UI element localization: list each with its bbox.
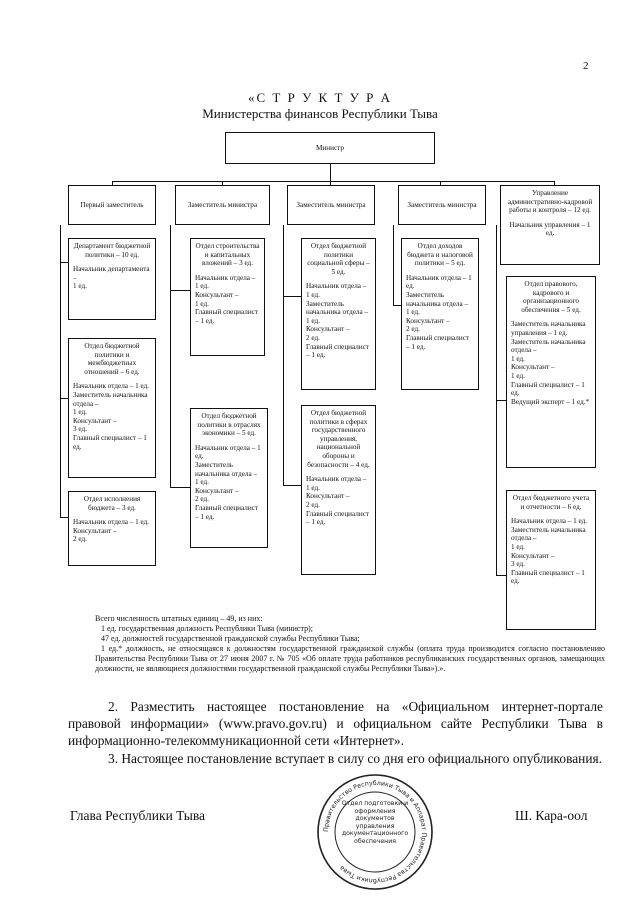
column-header-5-extra: Начальник управления – 1 ед.	[509, 220, 591, 238]
col2-tick-b	[170, 487, 190, 488]
unit-title: Отдел правового, кадрового и организацио…	[521, 280, 581, 314]
paragraph-3: 3. Настоящее постановление вступает в си…	[108, 751, 602, 766]
top-horizontal-line	[112, 181, 554, 182]
signature-left: Глава Республики Тыва	[70, 808, 206, 823]
stamp-center-text: Отдел подготовки и оформления документов…	[341, 800, 409, 845]
unit-title: Отдел бюджетной политики и межбюджетных …	[84, 342, 140, 376]
column-header-3: Заместитель министра	[287, 185, 375, 225]
col4-drop	[440, 181, 441, 185]
col1-tick-a	[60, 262, 68, 263]
column-header-1: Первый заместитель	[68, 185, 156, 225]
unit-title: Отдел бюджетной политики в отраслях экон…	[197, 412, 261, 438]
unit-box-c5b: Отдел бюджетного учета и отчетности – 6 …	[506, 490, 596, 630]
col2-drop	[222, 181, 223, 185]
column-header-5: Управление административно-кадровой рабо…	[500, 185, 600, 265]
col4-vertical	[393, 225, 394, 305]
unit-box-c5a: Отдел правового, кадрового и организацио…	[506, 276, 596, 468]
unit-title: Отдел бюджетной политики в сферах госуда…	[307, 409, 370, 469]
col3-tick-b	[283, 485, 301, 486]
col1-drop	[112, 181, 113, 185]
col4-tick-a	[393, 305, 401, 306]
col2-vertical	[170, 225, 171, 487]
col1-tick-b	[60, 398, 68, 399]
page-number: 2	[583, 60, 589, 72]
col1-vertical	[60, 225, 61, 517]
minister-connector	[330, 164, 331, 181]
minister-label: Министр	[316, 143, 344, 152]
unit-title: Отдел доходов бюджета и налоговой полити…	[407, 242, 473, 268]
unit-title: Департамент бюджетной политики – 10 ед.	[73, 242, 151, 259]
unit-box-c3b: Отдел бюджетной политики в сферах госуда…	[301, 405, 376, 575]
unit-box-c2a: Отдел строительства и капитальных вложен…	[190, 238, 265, 356]
unit-title: Отдел бюджетного учета и отчетности – 6 …	[512, 494, 590, 511]
col5-tick-b	[496, 575, 506, 576]
unit-box-c1c: Отдел исполнения бюджета – 3 ед. Начальн…	[68, 491, 156, 566]
unit-box-c1b: Отдел бюджетной политики и межбюджетных …	[68, 338, 156, 478]
col1-tick-c	[60, 517, 68, 518]
unit-box-c2b: Отдел бюджетной политики в отраслях экон…	[190, 408, 268, 548]
title-line-2: Министерства финансов Республики Тыва	[202, 106, 438, 121]
title-line-1: «С Т Р У К Т У Р А	[248, 90, 392, 105]
unit-title: Отдел исполнения бюджета – 3 ед.	[83, 495, 141, 512]
unit-box-c4a: Отдел доходов бюджета и налоговой полити…	[401, 238, 479, 390]
col2-tick-a	[170, 290, 190, 291]
col3-tick-a	[283, 296, 301, 297]
col5-tick-a	[496, 400, 506, 401]
unit-title: Отдел бюджетной политики социальной сфер…	[307, 242, 370, 276]
staff-totals: Всего численность штатных единиц – 49, и…	[95, 614, 605, 673]
stamp-seal: Правительство Республики Тыва и Аппарат …	[317, 774, 433, 890]
unit-title: Отдел строительства и капитальных вложен…	[195, 242, 260, 268]
col3-vertical	[283, 225, 284, 485]
column-header-2: Заместитель министра	[175, 185, 270, 225]
minister-box: Министр	[225, 132, 435, 164]
unit-box-c1a: Департамент бюджетной политики – 10 ед. …	[68, 238, 156, 320]
column-header-4: Заместитель министра	[398, 185, 486, 225]
col5-drop	[554, 181, 555, 185]
col3-drop	[330, 181, 331, 185]
unit-box-c3a: Отдел бюджетной политики социальной сфер…	[301, 238, 376, 390]
paragraph-2: 2. Разместить настоящее постановление на…	[68, 699, 603, 748]
signature-right: Ш. Кара-оол	[515, 808, 588, 823]
